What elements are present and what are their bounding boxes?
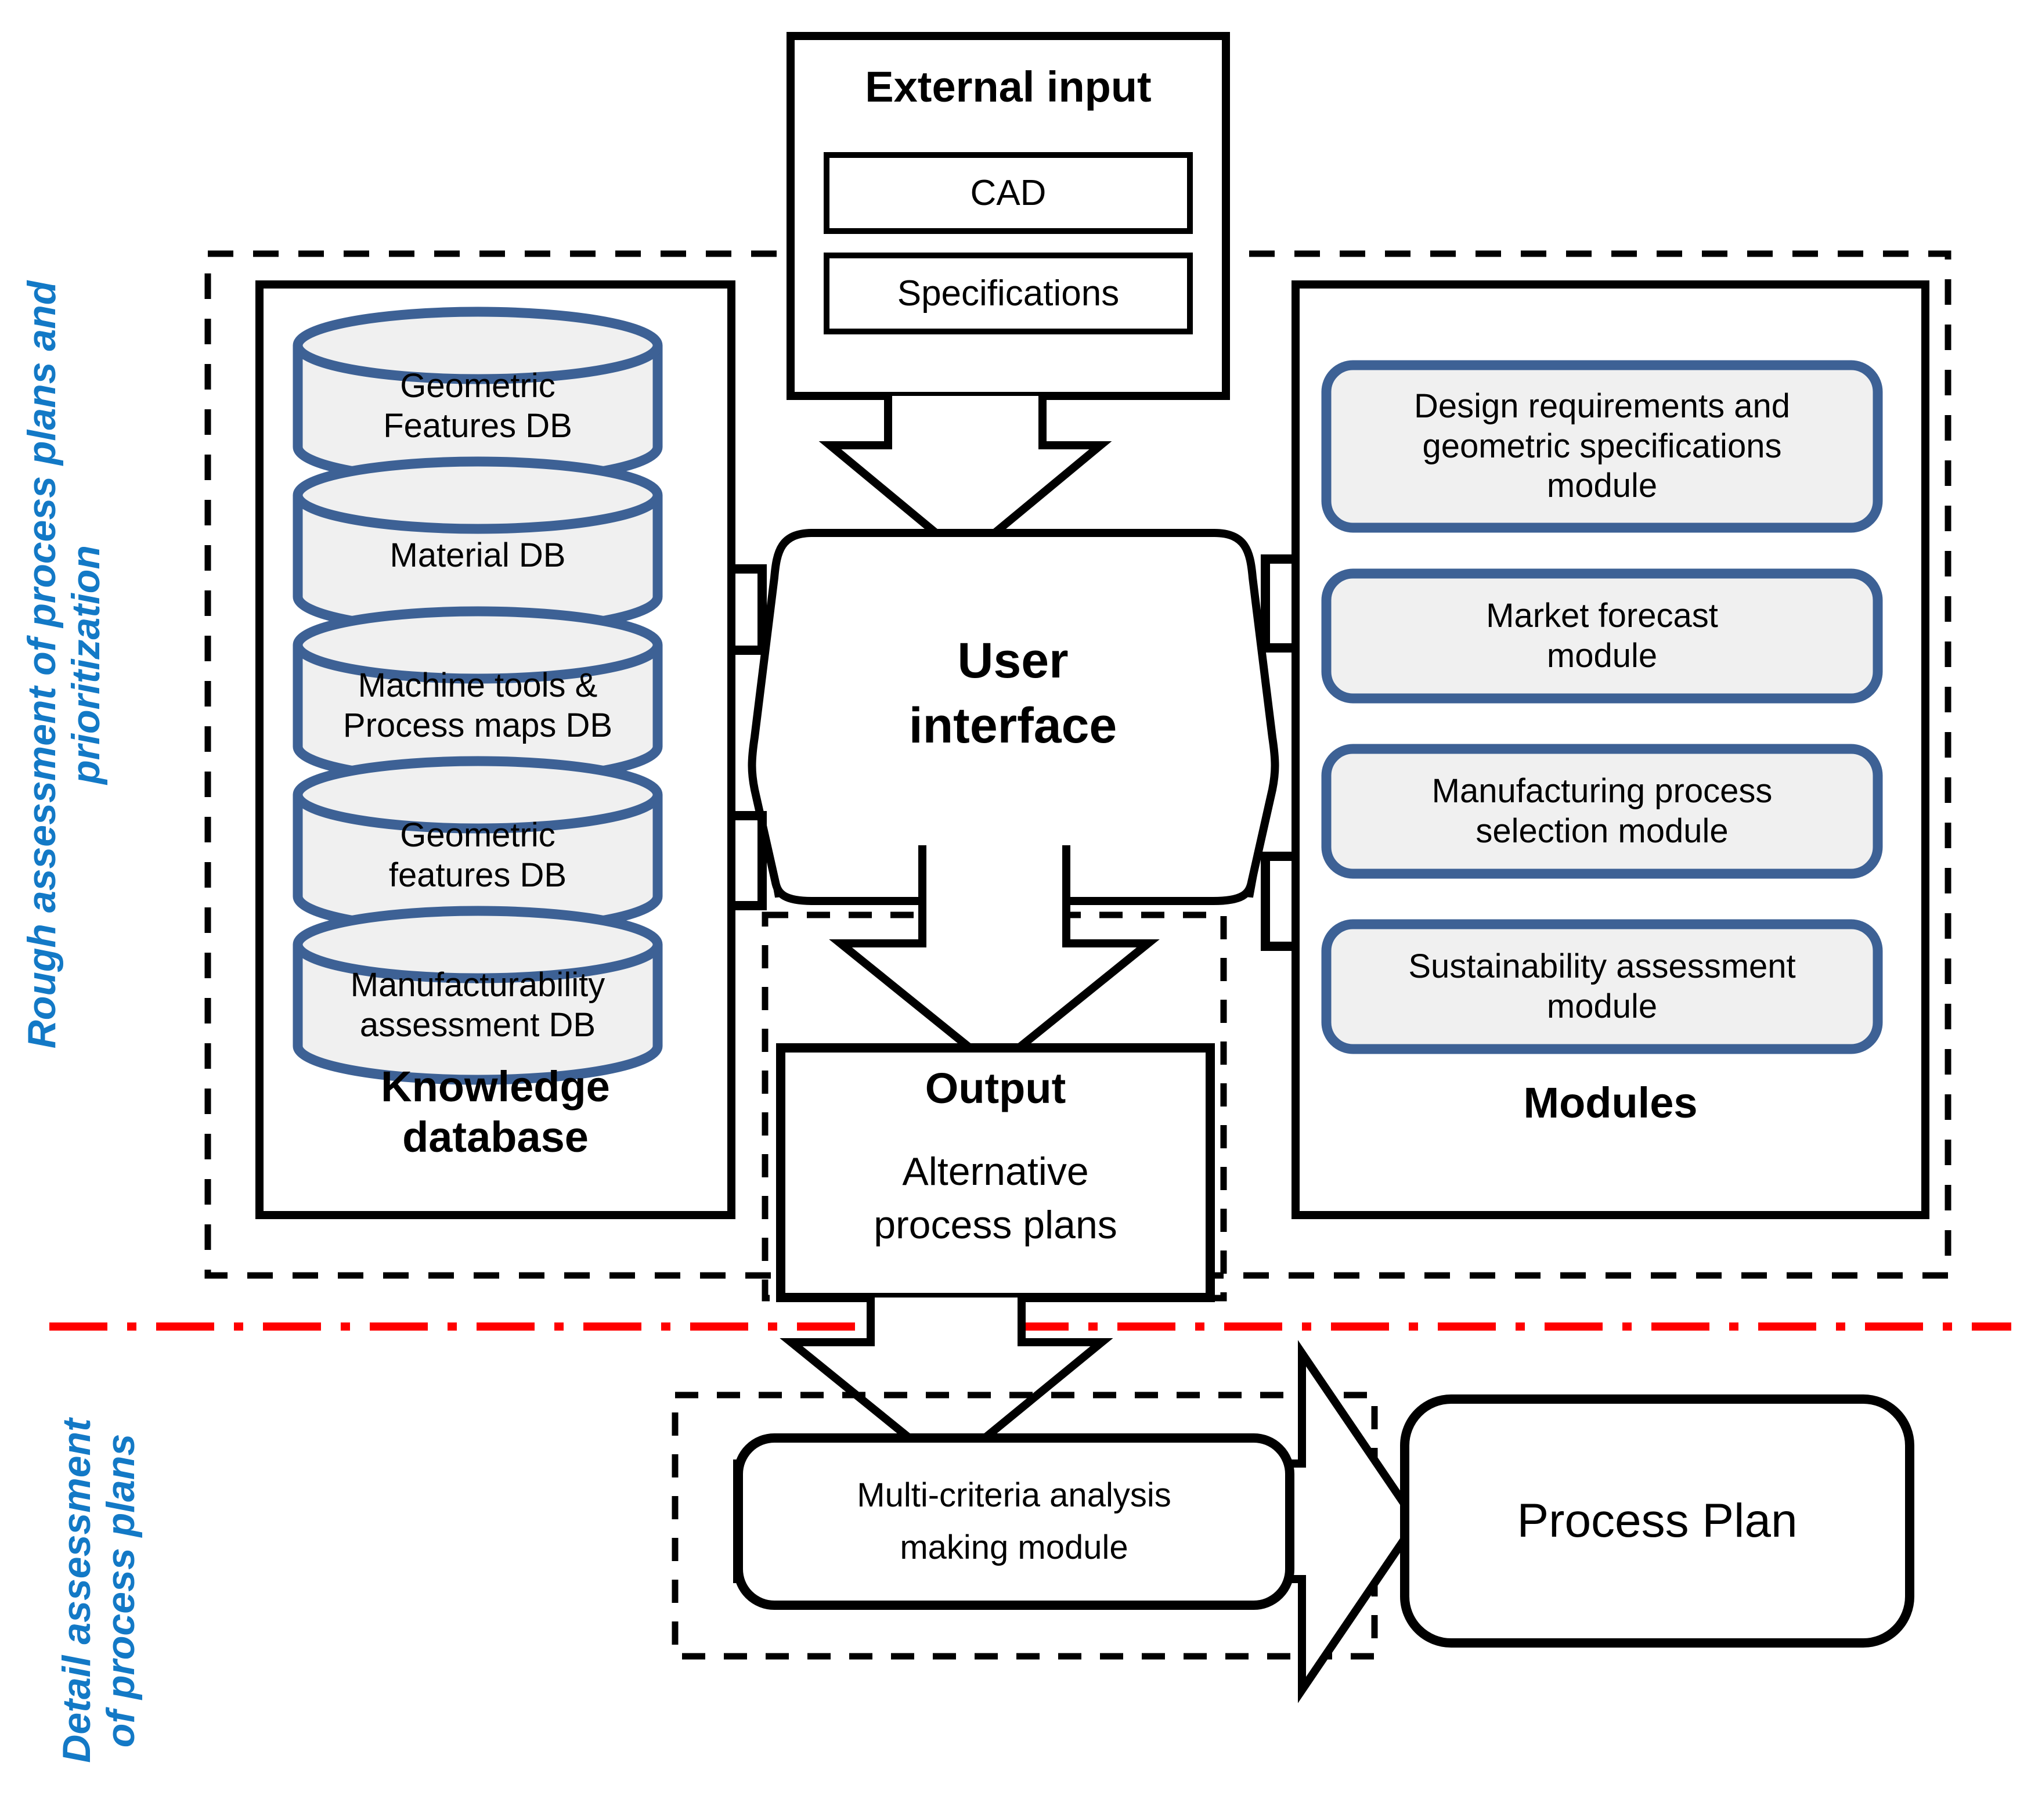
module-label-sustainability-assessment: Sustainability assessment module [1408,947,1796,1025]
output-subtitle: Alternative process plans [874,1149,1117,1247]
external-input-title: External input [865,63,1152,111]
module-label-market-forecast: Market forecast module [1486,597,1718,675]
process-plan-label: Process Plan [1517,1494,1798,1547]
module-label-manufacturing-process-selection: Manufacturing process selection module [1431,772,1773,850]
mcdm-module-label: Multi-criteria analysis making module [857,1476,1171,1566]
ui-modules-connector-upper [1261,554,1296,653]
db-cylinder-4 [293,756,663,935]
modules-box [1292,280,1929,1219]
modules-list [1321,360,1883,1054]
knowledge-database-box [255,280,735,1219]
db-cylinder-5 [293,906,663,1085]
module-box-1 [1321,360,1883,533]
kdb-ui-connector-lower [731,811,767,910]
process-plan-box [1400,1394,1914,1648]
module-box-4 [1321,919,1883,1054]
output-title: Output [925,1064,1066,1113]
specifications-box [824,253,1193,334]
cad-label: CAD [970,172,1047,213]
kdb-ui-connector-upper [731,564,767,655]
side-label-rough-assessment: Rough assessment of process plans and pr… [19,280,108,1049]
modules-title: Modules [1523,1079,1698,1127]
db-label-geometric-features-db-2: Geometric features DB [388,816,567,894]
module-box-3 [1321,744,1883,879]
specifications-label: Specifications [897,273,1120,313]
detail-assessment-dashed-region [672,1392,1378,1660]
db-label-manufacturability-assessment-db: Manufacturability assessment DB [350,966,605,1044]
module-box-2 [1321,568,1883,704]
ui-modules-connector-lower [1261,852,1296,951]
cad-box [824,152,1193,234]
db-label-machine-tools-process-maps-db: Machine tools & Process maps DB [342,666,613,744]
db-label-geometric-features-db: Geometric Features DB [383,367,572,445]
mcdm-module-box [734,1433,1294,1610]
user-interface-label: User interface [908,633,1117,754]
db-cylinder-1 [293,307,663,486]
knowledge-db-cylinder-stack [293,307,663,1085]
user-interface-outline [748,529,1279,905]
side-label-detail-assessment: Detail assessment of process plans [54,1418,143,1763]
module-label-design-requirements: Design requirements and geometric specif… [1413,387,1791,505]
db-label-material-db: Material DB [389,536,566,575]
knowledge-database-title: Knowledge database [381,1062,610,1161]
